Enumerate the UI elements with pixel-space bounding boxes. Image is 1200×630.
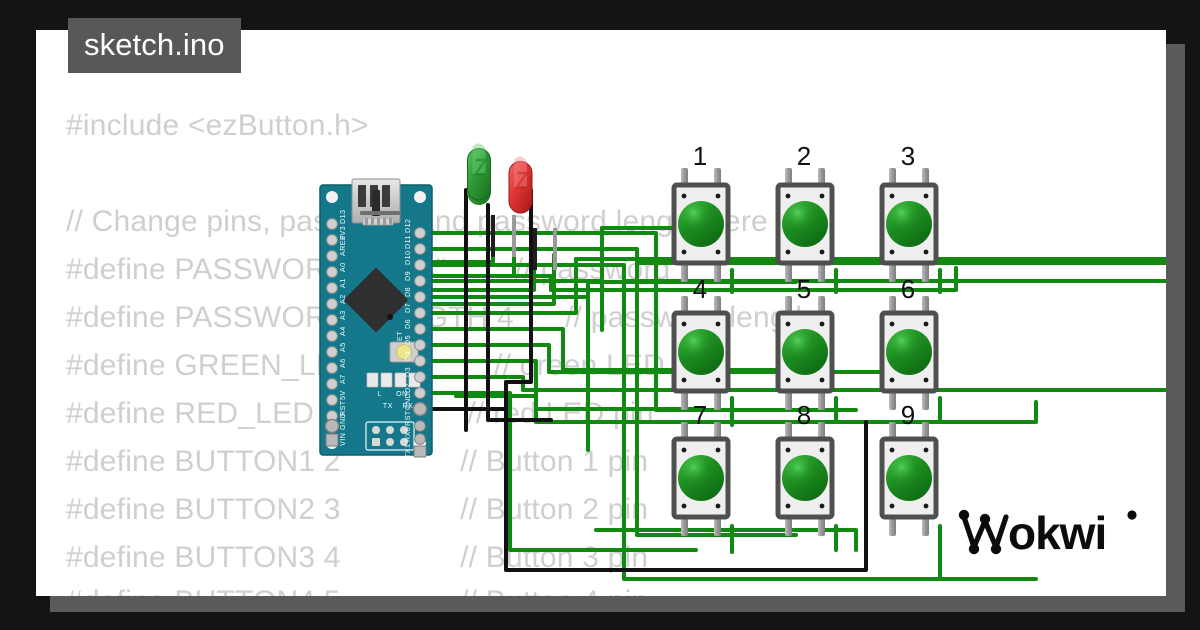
button-label: 9 xyxy=(901,400,915,430)
svg-text:D13: D13 xyxy=(338,210,347,224)
svg-text:A3: A3 xyxy=(338,310,347,320)
svg-text:GND: GND xyxy=(338,413,347,430)
svg-text:VIN: VIN xyxy=(338,433,347,446)
red-led xyxy=(508,156,557,270)
code-line: #define BUTTON2 3 // Button 2 pin xyxy=(66,493,649,526)
svg-text:AREF: AREF xyxy=(338,235,347,256)
content-panel: #include <ezButton.h> // Change pins, pa… xyxy=(36,30,1166,596)
wokwi-logo-icon: okwi xyxy=(958,507,1137,559)
file-tab[interactable]: sketch.ino xyxy=(68,18,241,73)
svg-text:RST: RST xyxy=(338,400,347,416)
svg-text:A1: A1 xyxy=(338,278,347,288)
svg-text:TX1: TX1 xyxy=(403,444,412,458)
svg-text:RX0: RX0 xyxy=(403,427,412,442)
code-line: #define BUTTON3 4 // Button 3 pin xyxy=(66,541,649,574)
svg-text:A4: A4 xyxy=(338,326,347,336)
svg-text:D6: D6 xyxy=(403,319,412,329)
pushbutton xyxy=(879,168,939,282)
pushbutton xyxy=(775,296,835,410)
code-line: #define BUTTON1 2 // Button 1 pin xyxy=(66,445,649,478)
svg-text:GND: GND xyxy=(403,393,412,410)
svg-text:3V3: 3V3 xyxy=(338,226,347,240)
svg-text:A0: A0 xyxy=(338,262,347,272)
board-right-pins xyxy=(412,227,428,458)
svg-text:A2: A2 xyxy=(338,294,347,304)
svg-text:A7: A7 xyxy=(338,374,347,384)
pushbutton xyxy=(775,422,835,536)
code-line: #define PASSWORD_LENGTH 4 // password le… xyxy=(66,301,813,334)
button-label: 7 xyxy=(693,400,707,430)
code-line: #define GREEN_LED 13 // green LED pin xyxy=(66,349,715,382)
pushbutton xyxy=(775,168,835,282)
code-line: #include <ezButton.h> xyxy=(66,109,369,142)
svg-text:RST: RST xyxy=(403,410,412,426)
button-label: 5 xyxy=(797,274,811,304)
wokwi-logo: okwi xyxy=(956,501,1144,566)
svg-text:L: L xyxy=(378,391,383,398)
arduino-nano-board: RESET L ON TX RX xyxy=(319,178,433,458)
svg-text:D12: D12 xyxy=(403,219,412,233)
code-line: // Change pins, password and password le… xyxy=(66,205,768,238)
button-label: 6 xyxy=(901,274,915,304)
button-label: 1 xyxy=(693,141,707,171)
button-label: 2 xyxy=(797,141,811,171)
svg-text:D11: D11 xyxy=(403,235,412,249)
button-label: 4 xyxy=(693,274,707,304)
svg-text:D8: D8 xyxy=(403,287,412,297)
pushbutton xyxy=(879,422,939,536)
svg-text:D10: D10 xyxy=(403,251,412,265)
svg-text:D7: D7 xyxy=(403,303,412,313)
svg-text:RESET: RESET xyxy=(397,331,404,357)
pushbutton xyxy=(671,422,731,536)
svg-text:D5: D5 xyxy=(403,335,412,345)
pushbutton xyxy=(671,296,731,410)
svg-text:D3: D3 xyxy=(403,367,412,377)
svg-text:D4: D4 xyxy=(403,351,412,361)
svg-text:D9: D9 xyxy=(403,271,412,281)
pushbutton xyxy=(879,296,939,410)
green-led xyxy=(467,143,516,257)
button-label: 3 xyxy=(901,141,915,171)
svg-text:A6: A6 xyxy=(338,358,347,368)
svg-text:okwi: okwi xyxy=(1008,507,1106,559)
code-line: #define RED_LED 12 // red LED pin xyxy=(66,397,654,430)
svg-text:5V: 5V xyxy=(338,390,347,400)
svg-text:RX: RX xyxy=(403,403,414,410)
pushbutton-grid xyxy=(671,168,939,536)
svg-text:A5: A5 xyxy=(338,342,347,352)
svg-text:TX: TX xyxy=(383,403,393,410)
pushbutton xyxy=(671,168,731,282)
code-line: #define BUTTON4 5 // Button 4 pin xyxy=(66,587,648,597)
board-left-pins xyxy=(324,218,340,447)
button-label: 8 xyxy=(797,400,811,430)
svg-text:ON: ON xyxy=(396,391,408,398)
svg-text:D2: D2 xyxy=(403,383,412,393)
code-line: #define PASSWORD "1234" // password xyxy=(66,253,671,286)
